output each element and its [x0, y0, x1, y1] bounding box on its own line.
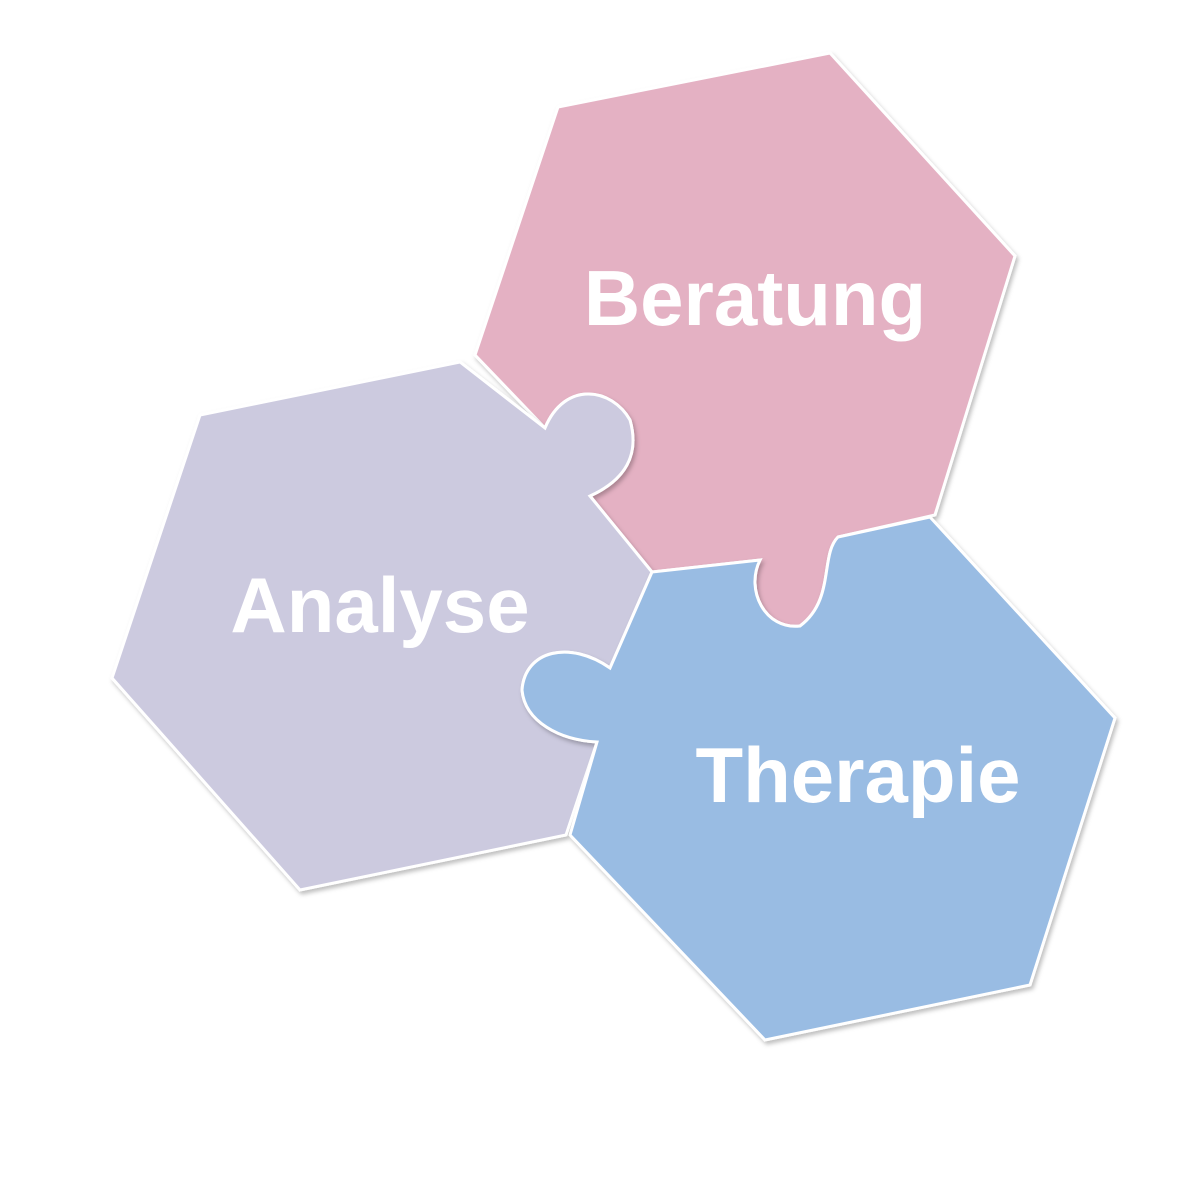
label-therapie: Therapie [695, 731, 1020, 819]
label-analyse: Analyse [230, 561, 529, 649]
puzzle-piece-therapie [520, 515, 1117, 1042]
label-beratung: Beratung [584, 254, 926, 342]
